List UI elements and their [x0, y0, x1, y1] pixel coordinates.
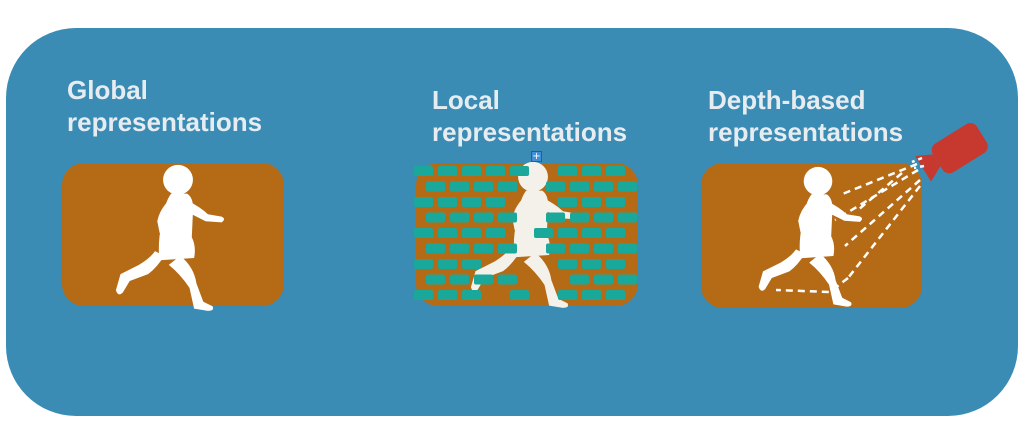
local-patch	[546, 212, 565, 223]
local-patch	[558, 290, 577, 300]
depth-panel	[701, 123, 988, 308]
local-patch	[594, 212, 613, 223]
video-camera-icon	[915, 123, 988, 182]
local-patch	[606, 228, 625, 238]
local-patch	[570, 212, 589, 223]
local-patch	[414, 228, 433, 238]
global-panel	[62, 163, 284, 311]
local-patch	[618, 181, 637, 192]
local-patch	[498, 274, 517, 285]
local-representations-label: Local representations	[432, 84, 627, 148]
local-patch	[438, 166, 457, 176]
local-patch	[462, 166, 481, 176]
local-patch	[450, 243, 469, 254]
local-patch	[618, 212, 637, 223]
local-patch	[546, 181, 565, 192]
local-patch	[462, 197, 481, 207]
local-patch	[594, 181, 613, 192]
camera-beam-ticks	[911, 156, 925, 170]
depth-representations-label: Depth-based representations	[708, 84, 903, 148]
local-patch	[438, 228, 457, 238]
local-patch	[474, 212, 493, 223]
local-patch	[606, 166, 625, 176]
local-patch	[510, 166, 529, 176]
local-patch	[606, 290, 625, 300]
local-patch	[570, 274, 589, 285]
local-patch	[438, 290, 457, 300]
local-patch	[594, 274, 613, 285]
local-patch	[414, 259, 433, 269]
local-patch	[474, 243, 493, 254]
local-patch	[618, 274, 637, 285]
local-patch	[450, 212, 469, 223]
depth-label-line1: Depth-based	[708, 85, 866, 115]
local-patch	[462, 228, 481, 238]
local-patch	[426, 274, 445, 285]
local-patch	[570, 181, 589, 192]
local-patch	[558, 259, 577, 269]
local-patch	[414, 197, 433, 207]
local-patch	[582, 228, 601, 238]
local-patch	[510, 290, 529, 300]
local-patch	[582, 166, 601, 176]
local-patch	[558, 166, 577, 176]
local-patch	[474, 181, 493, 192]
depth-rays	[775, 162, 921, 294]
local-patch	[606, 259, 625, 269]
global-label-line2: representations	[67, 107, 263, 137]
global-representations-label: Global representations	[67, 74, 262, 138]
local-patch	[570, 243, 589, 254]
local-patch	[414, 166, 433, 176]
local-patch	[438, 197, 457, 207]
local-patch	[450, 181, 469, 192]
local-patch	[534, 228, 553, 238]
resize-handle-icon[interactable]: +	[531, 151, 542, 162]
local-patch	[462, 259, 481, 269]
local-patches	[414, 166, 637, 300]
local-patch	[426, 212, 445, 223]
local-label-line1: Local	[432, 85, 500, 115]
local-panel	[414, 161, 638, 308]
local-patch	[606, 197, 625, 207]
local-patch	[594, 243, 613, 254]
local-patch	[486, 166, 505, 176]
local-patch	[558, 228, 577, 238]
local-patch	[498, 181, 517, 192]
global-label-line1: Global	[67, 75, 148, 105]
depth-label-line2: representations	[708, 117, 904, 147]
local-patch	[426, 181, 445, 192]
local-patch	[582, 259, 601, 269]
local-patch	[462, 290, 481, 300]
local-patch	[486, 197, 505, 207]
local-patch	[582, 197, 601, 207]
local-patch	[618, 243, 637, 254]
local-patch	[486, 228, 505, 238]
local-patch	[450, 274, 469, 285]
local-patch	[438, 259, 457, 269]
local-patch	[582, 290, 601, 300]
local-patch	[558, 197, 577, 207]
local-label-line2: representations	[432, 117, 628, 147]
local-patch	[546, 243, 565, 254]
local-patch	[414, 290, 433, 300]
local-patch	[498, 243, 517, 254]
local-patch	[426, 243, 445, 254]
local-patch	[498, 212, 517, 223]
local-patch	[474, 274, 493, 285]
